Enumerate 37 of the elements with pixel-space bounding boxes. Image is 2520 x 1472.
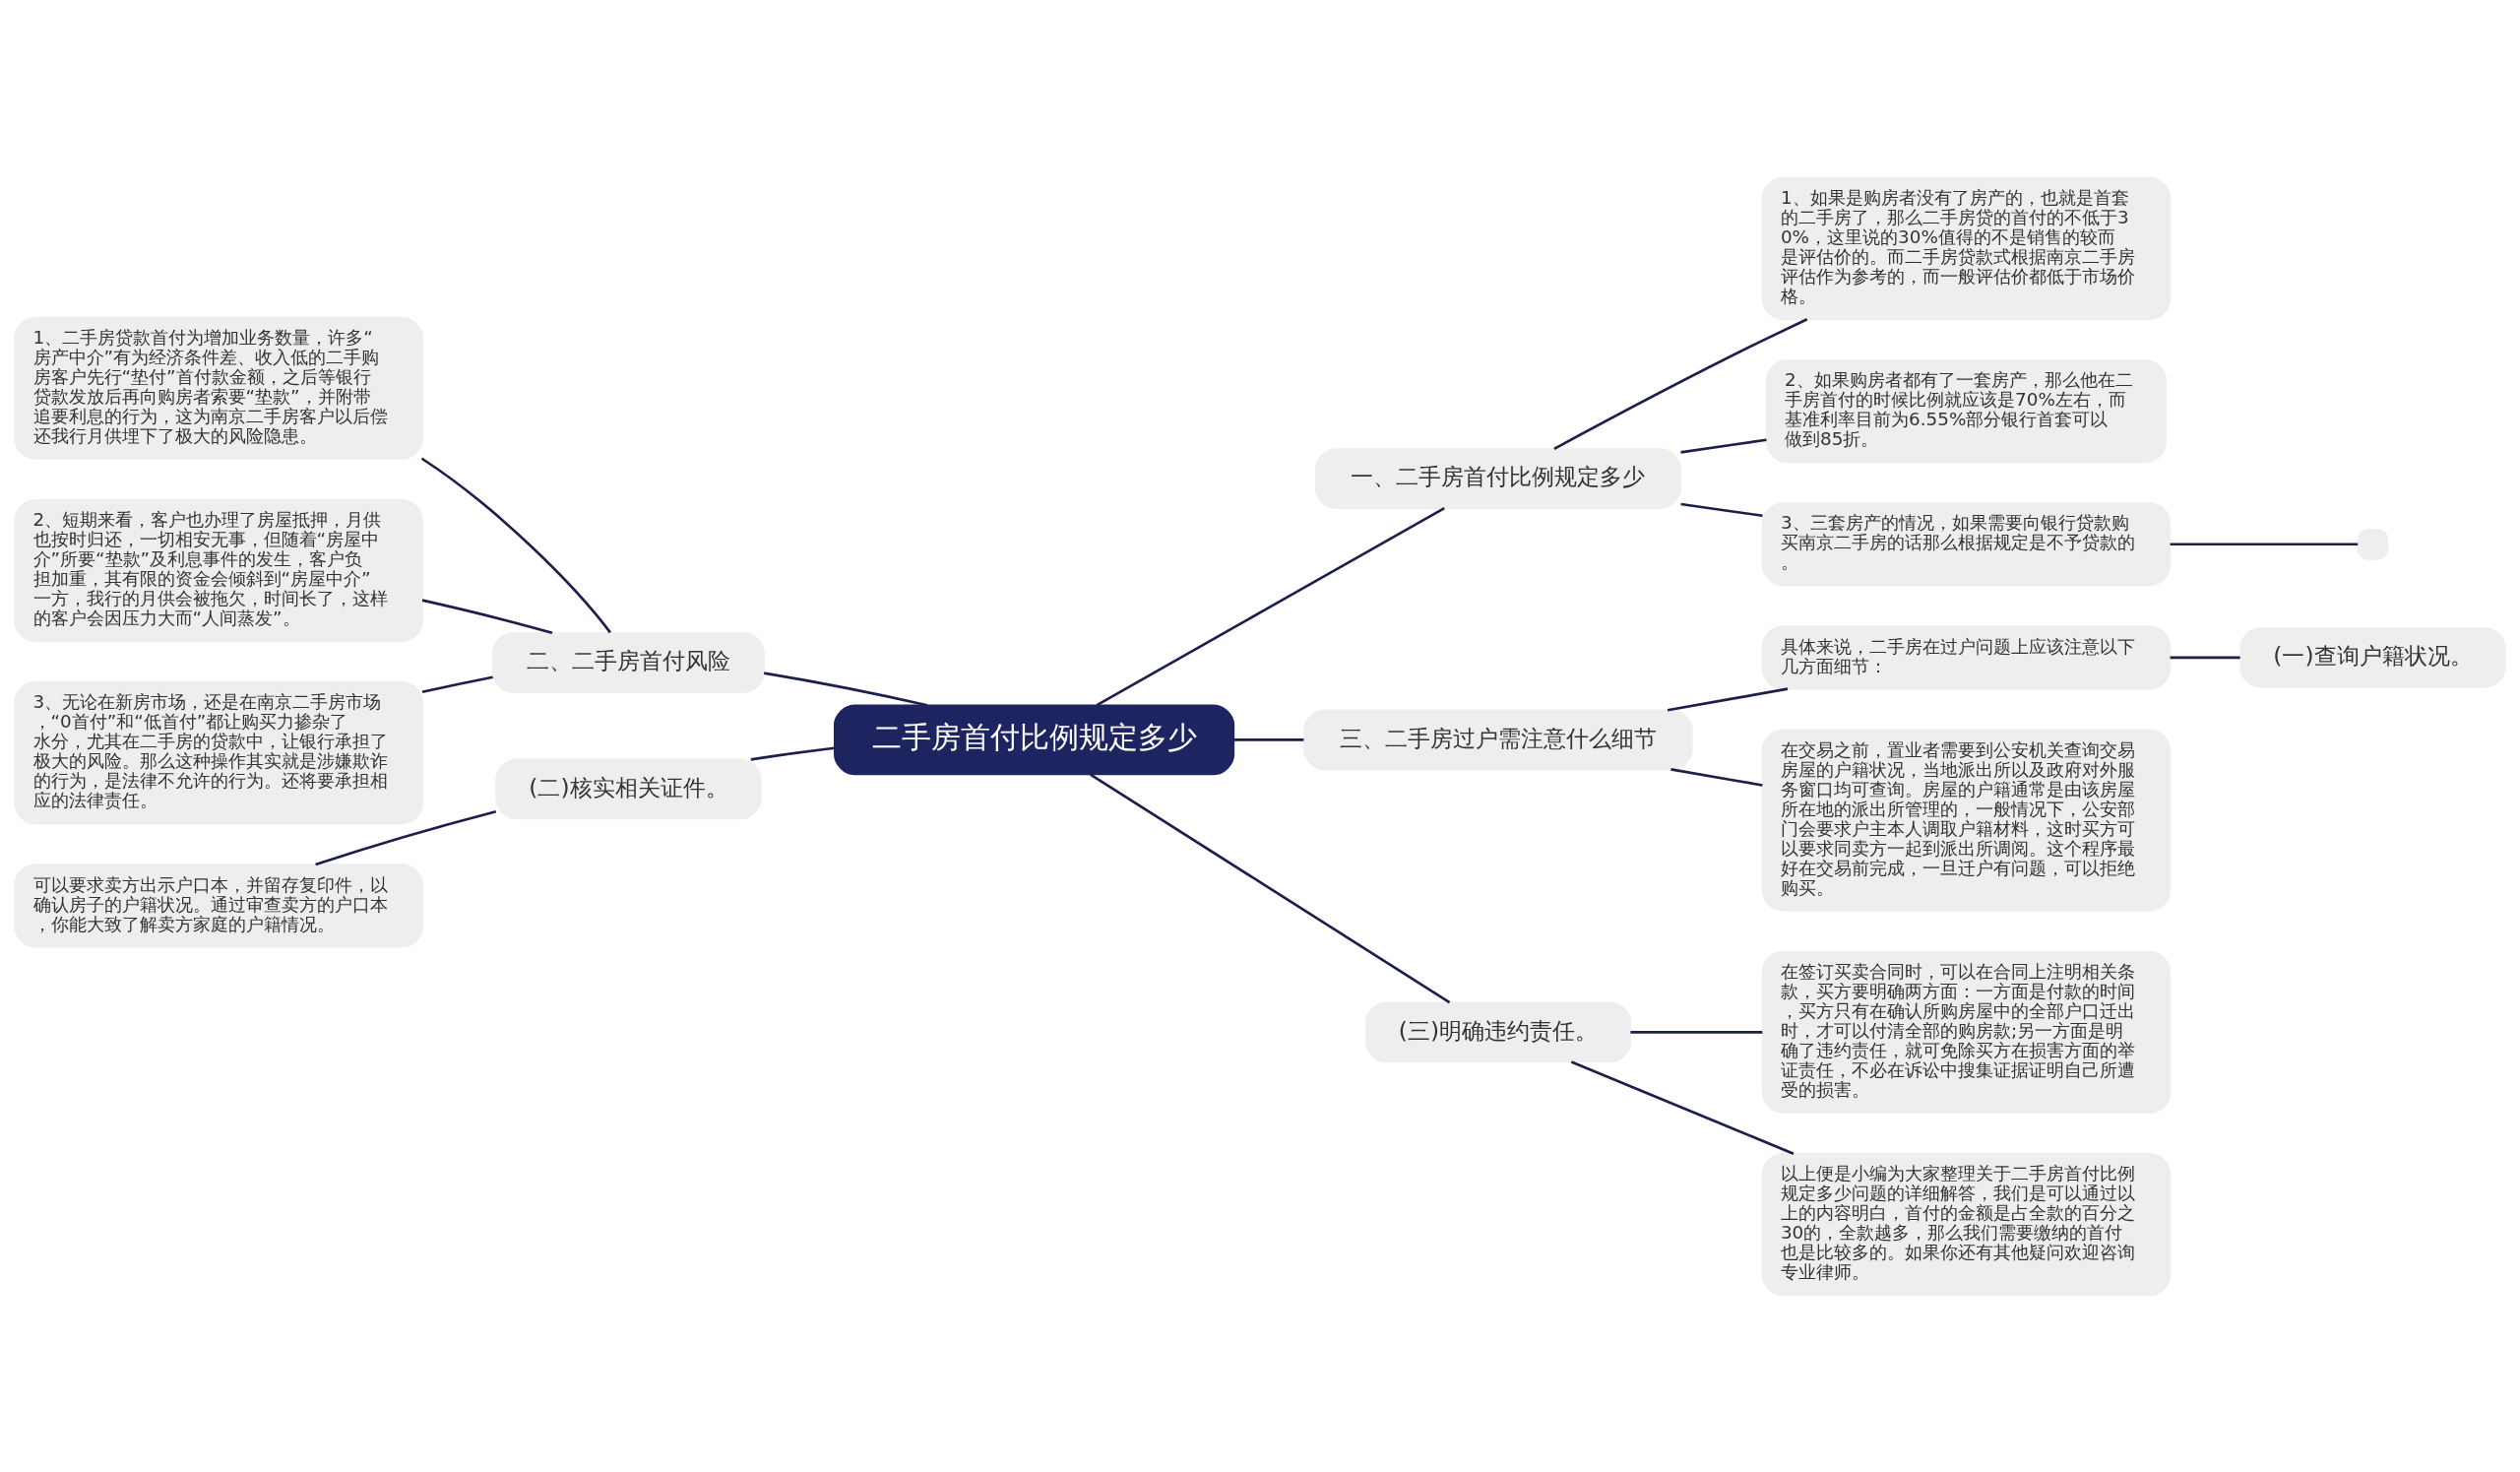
connector (2170, 542, 2359, 545)
connector (421, 674, 493, 693)
node-box: 2、短期来看，客户也办理了房屋抵押，月供也按时归还，一切相安无事，但随着“房屋中介”所要“垫款”及利息事件的发生，客户负担加重，其有限的资金会倾斜到“房屋中介”一方，我行的月供会被拖欠，时间长了，这样的客户会因压力大而“人间蒸发”。 (14, 498, 423, 642)
connector (1553, 317, 1808, 450)
connector (1680, 437, 1767, 454)
node-box: 3、无论在新房市场，还是在南京二手房市场，“0首付”和“低首付”都让购买力掺杂了水分，尤其在二手房的贷款中，让银行承担了极大的风险。那么这种操作其实就是涉嫌欺诈的行为，是法律不允许的行为。还将要承担相应的法律责任。 (14, 680, 423, 824)
node-box: 以上便是小编为大家整理关于二手房首付比例规定多少问题的详细解答，我们是可以通过以上的内容明白，首付的金额是占全款的百分之30的，全款越多，那么我们需要缴纳的首付也是比较多的。如果你还有其他疑问欢迎咨询专业律师。 (1761, 1152, 2172, 1296)
connector (1090, 772, 1451, 1003)
node-box: 1、如果是购房者没有了房产的，也就是首套的二手房了，那么二手房贷的首付的不低于30%，这里说的30%值得的不是销售的较而是评估价的。而二手房贷款式根据南京二手房评估作为参考的，而一般评估价都低于市场价格。 (1761, 176, 2172, 320)
node-box: 二手房首付比例规定多少 (834, 703, 1235, 775)
connector (421, 598, 553, 634)
connector (1570, 1059, 1795, 1155)
connector (1670, 767, 1763, 787)
node-box: (三)明确违约责任。 (1364, 1000, 1632, 1062)
node-box: (二)核实相关证件。 (495, 758, 762, 819)
connector (2170, 656, 2240, 659)
node-box: 可以要求卖方出示户口本，并留存复印件，以确认房子的户籍状况。通过审查卖方的户口本，你能大致了解卖方家庭的户籍情况。 (14, 863, 423, 947)
node-box: 一、二手房首付比例规定多少 (1314, 447, 1681, 509)
node-box: 1、二手房贷款首付为增加业务数量，许多“房产中介”有为经济条件差、收入低的二手购房客户先行“垫付”首付款金额，之后等银行贷款发放后再向购房者索要“垫款”，并附带追要利息的行为，这为南京二手房客户以后偿还我行月供埋下了极大的风险隐患。 (14, 316, 423, 460)
node-box: (一)查询户籍状况。 (2239, 626, 2506, 688)
node-box: 在交易之前，置业者需要到公安机关查询交易房屋的户籍状况，当地派出所以及政府对外服务窗口均可查询。房屋的户籍通常是由该房屋所在地的派出所管理的，一般情况下，公安部门会要求户主本人调取户籍材料，这时买方可以要求同卖方一起到派出所调阅。这个程序最好在交易前完成，一旦迁户有问题，可以拒绝购买。 (1761, 729, 2172, 912)
connector (1630, 1030, 1763, 1034)
node-box: 三、二手房过户需注意什么细节 (1303, 708, 1693, 770)
node-box: 2、如果购房者都有了一套房产，那么他在二手房首付的时候比例就应该是70%左右，而基准利率目前为6.55%部分银行首套可以做到85折。 (1765, 358, 2168, 463)
node-box: 具体来说，二手房在过户问题上应该注意以下几方面细节： (1761, 624, 2172, 689)
node-box: 二、二手房首付风险 (491, 631, 765, 693)
connector (315, 809, 497, 865)
connector (1233, 737, 1304, 741)
connector (1667, 686, 1789, 712)
node-box: 3、三套房产的情况，如果需要向银行贷款购买南京二手房的话那么根据规定是不予贷款的。 (1761, 501, 2172, 586)
connector (420, 457, 611, 633)
connector (764, 671, 928, 707)
connector (750, 745, 835, 761)
connector (1096, 506, 1445, 706)
node-box (2357, 528, 2389, 560)
connector (1680, 502, 1763, 517)
node-box: 在签订买卖合同时，可以在合同上注明相关条款，买方要明确两方面：一方面是付款的时间，买方只有在确认所购房屋中的全部户口迁出时，才可以付清全部的购房款;另一方面是明确了违约责任，就可免除买方在损害方面的举证责任，不必在诉讼中搜集证据证明自己所遭受的损害。 (1761, 950, 2172, 1114)
